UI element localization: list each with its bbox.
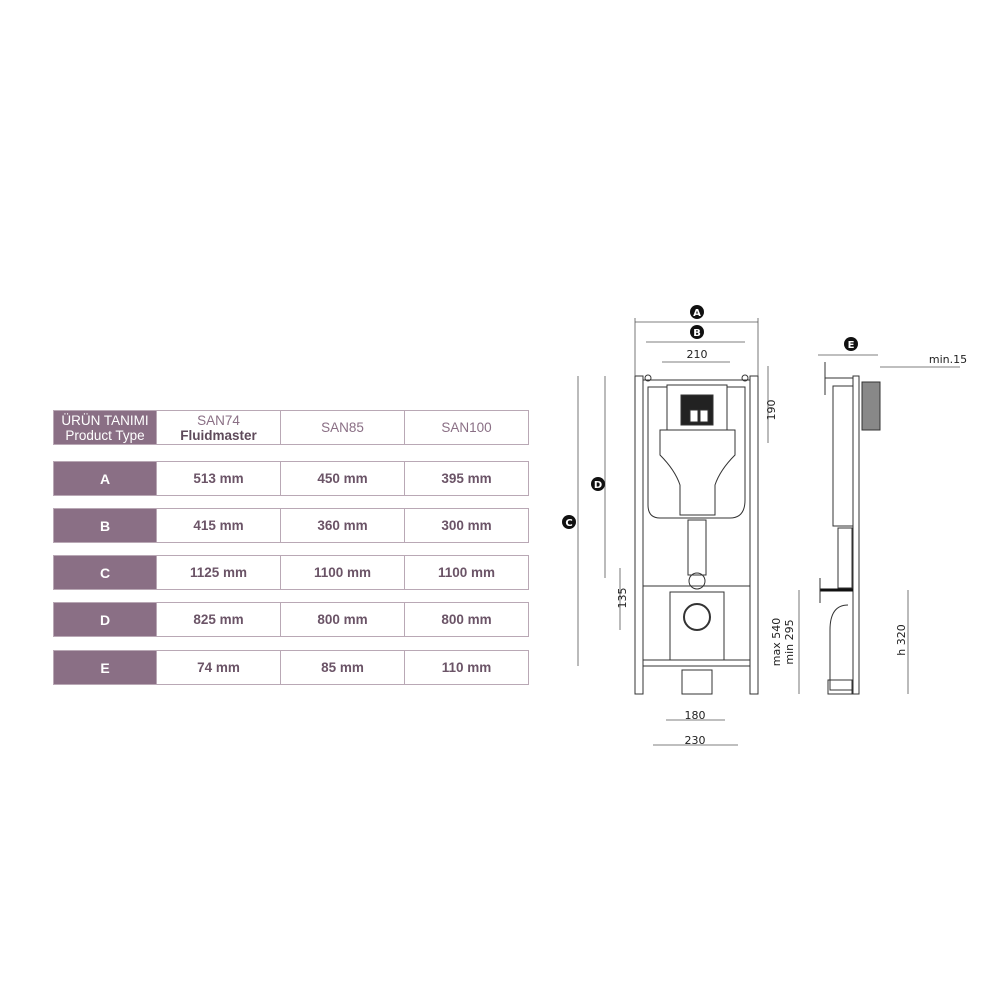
cistern bbox=[647, 386, 746, 519]
table-cell: 1125 mm bbox=[156, 556, 280, 589]
marker-c-label: C bbox=[565, 518, 572, 529]
dim-180: 180 bbox=[685, 709, 706, 722]
dim-210: 210 bbox=[687, 348, 708, 361]
table-cell: 74 mm bbox=[156, 651, 280, 684]
table-cell: 450 mm bbox=[280, 462, 404, 495]
dim-h320: h 320 bbox=[895, 624, 908, 655]
column-header: SAN74 Fluidmaster bbox=[156, 411, 280, 444]
marker-b-label: B bbox=[693, 328, 701, 339]
frame-right-post bbox=[749, 375, 759, 695]
column-sub: Fluidmaster bbox=[180, 427, 257, 443]
marker-e bbox=[844, 337, 858, 351]
label-tr: ÜRÜN TANIMI bbox=[61, 412, 149, 428]
dim-135: 135 bbox=[616, 588, 629, 609]
dim-190: 190 bbox=[765, 400, 778, 421]
table-cell: 800 mm bbox=[404, 603, 528, 636]
table-cell: 800 mm bbox=[280, 603, 404, 636]
table-cell: 825 mm bbox=[156, 603, 280, 636]
pipe bbox=[687, 519, 707, 576]
table-cell: 300 mm bbox=[404, 509, 528, 542]
row-label: B bbox=[54, 509, 156, 542]
label-en: Product Type bbox=[65, 427, 145, 443]
marker-b bbox=[690, 325, 704, 339]
table-cell: 1100 mm bbox=[280, 556, 404, 589]
table-cell: 1100 mm bbox=[404, 556, 528, 589]
column-name: SAN100 bbox=[441, 420, 492, 435]
table-cell: 395 mm bbox=[404, 462, 528, 495]
side-frame bbox=[852, 375, 860, 695]
marker-a bbox=[690, 305, 704, 319]
product-type-label: ÜRÜN TANIMI Product Type bbox=[54, 411, 156, 444]
dim-min: min 295 bbox=[783, 619, 796, 664]
table-cell: 415 mm bbox=[156, 509, 280, 542]
row-label: C bbox=[54, 556, 156, 589]
column-name: SAN74 bbox=[197, 412, 240, 428]
column-name: SAN85 bbox=[321, 420, 364, 435]
marker-c bbox=[562, 515, 576, 529]
row-label: A bbox=[54, 462, 156, 495]
frame-left-post bbox=[634, 375, 644, 695]
table-cell: 360 mm bbox=[280, 509, 404, 542]
marker-d-label: D bbox=[594, 480, 602, 491]
row-label: D bbox=[54, 603, 156, 636]
column-header: SAN85 bbox=[280, 411, 404, 444]
table-cell: 513 mm bbox=[156, 462, 280, 495]
drain-outlet bbox=[683, 603, 711, 631]
marker-e-label: E bbox=[848, 340, 855, 351]
marker-d bbox=[591, 477, 605, 491]
column-header: SAN100 bbox=[404, 411, 528, 444]
row-label: E bbox=[54, 651, 156, 684]
table-header-row: ÜRÜN TANIMI Product Type SAN74 Fluidmast… bbox=[53, 410, 529, 445]
marker-a-label: A bbox=[693, 308, 701, 319]
dim-min15: min.15 bbox=[929, 353, 967, 366]
table-cell: 110 mm bbox=[404, 651, 528, 684]
dim-max: max 540 bbox=[770, 618, 783, 666]
dim-230: 230 bbox=[685, 734, 706, 747]
side-flush-plate bbox=[861, 381, 881, 431]
table-cell: 85 mm bbox=[280, 651, 404, 684]
